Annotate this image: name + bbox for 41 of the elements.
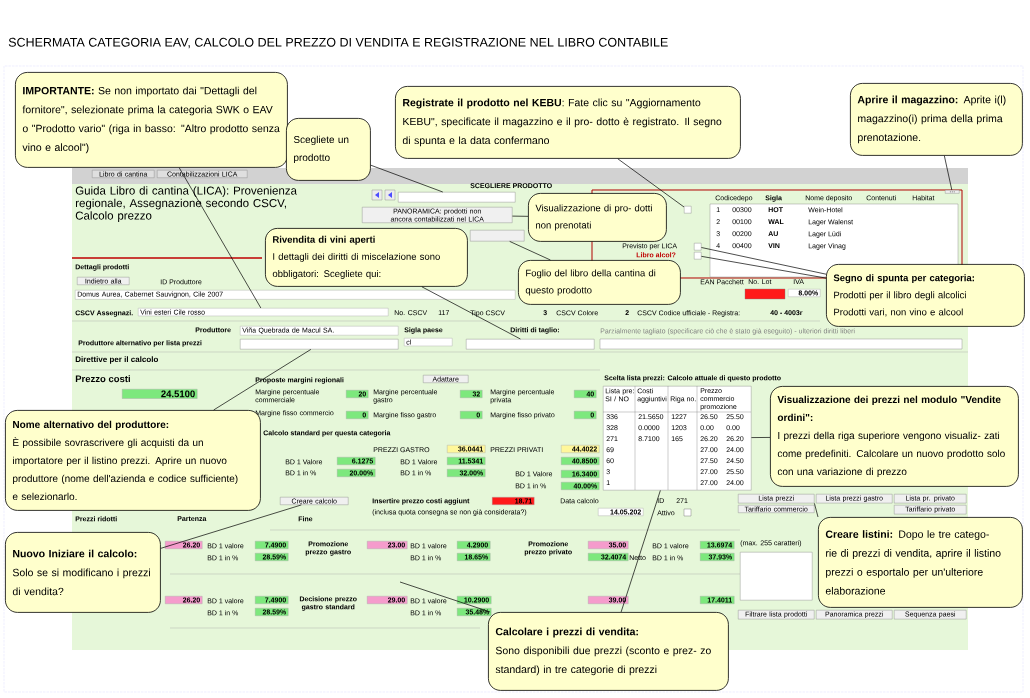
dropdown-field <box>466 339 595 350</box>
callout-bubble: Segno di spunta per categoria: Prodotti per il libro degli alcolici Prodotti vari, non vino e alcool <box>826 264 1025 327</box>
leader-line <box>178 167 262 309</box>
callout-bubble: Creare listini: Dopo le tre catego- rie di prezzi di vendita, aprire il listino prezzi o esportalo per un'ulteriore elaborazione <box>818 517 1023 608</box>
form-label: Prezzo costi <box>75 375 130 383</box>
leader-line <box>751 437 771 438</box>
callout-bubble: Registrate il prodotto nel KEBU: Fate clic su "Aggiornamento KEBU", specificate il magazzino e il pro- dotto è registrato. Il segno di spunta e la data confermano <box>395 86 741 159</box>
callout-bubble: Nuovo Iniziare il calcolo: Solo se si modificano i prezzi di vendita? <box>5 532 161 613</box>
text-area <box>740 552 813 601</box>
leader-line <box>399 581 491 613</box>
leader-line <box>213 349 312 411</box>
checkbox <box>694 243 702 251</box>
leader-line <box>814 502 819 518</box>
table-grid <box>602 385 752 491</box>
callout-bubble: Rivendita di vini aperti I dettagli dei diritti di miscelazione sono obbligatori: Scegliete qui: <box>265 228 468 287</box>
leader-line <box>701 256 827 279</box>
callout-bubble: Scegliete un prodotto <box>286 118 371 181</box>
input-field: 24.5100 <box>122 389 198 399</box>
leader-line <box>160 504 302 549</box>
callout-bubble: Calcolare i prezzi di vendita: Sono disponibili due prezzi (sconto e prez- zo standard) in tre categorie di prezzi <box>488 612 729 691</box>
callout-bubble: Aprire il magazzino: Aprite i(l) magazzino(i) prima della prima prenotazione. <box>850 83 1023 156</box>
callout-bubble: Visualizzazione dei prezzi nel modulo "Vendite ordini": I prezzi della riga superiore vengono visualiz- zati come predefiniti. Calcolare un nuovo prodotto solo con una variazione di prezzo <box>770 386 1019 487</box>
checkbox <box>684 206 692 214</box>
callout-bubble: Visualizzazione di pro- dotti non prenotati <box>528 193 667 242</box>
leader-line <box>620 490 661 613</box>
checkbox <box>694 252 702 260</box>
callout-bubble: IMPORTANTE: Se non importato dai "Dettagli del fornitore", selezionate prima la categoria SWK o EAV o "Prodotto vario" (riga in basso: "Altro prodotto senza vino e alcool") <box>15 72 288 168</box>
dropdown-field <box>398 192 516 203</box>
leader-line <box>512 215 529 217</box>
leader-line <box>701 247 827 275</box>
page-title: SCHERMATA CATEGORIA EAV, CALCOLO DEL PREZZO DI VENDITA E REGISTRAZIONE NEL LIBRO CONTABILE <box>8 37 668 49</box>
leader-line <box>509 241 551 261</box>
form-title: Guida Libro di cantina (LICA): Provenienza regionale, Assegnazione secondo CSCV, Calcolo prezzo <box>75 186 297 222</box>
button <box>470 230 525 242</box>
leader-line <box>944 155 953 191</box>
leader-line <box>370 164 444 193</box>
leader-line <box>421 286 521 340</box>
leader-line <box>617 158 685 208</box>
form-label: Direttive per il calcolo <box>75 356 159 364</box>
callout-bubble: Foglio del libro della cantina di questo prodotto <box>518 260 681 305</box>
dropdown-field <box>240 339 399 350</box>
